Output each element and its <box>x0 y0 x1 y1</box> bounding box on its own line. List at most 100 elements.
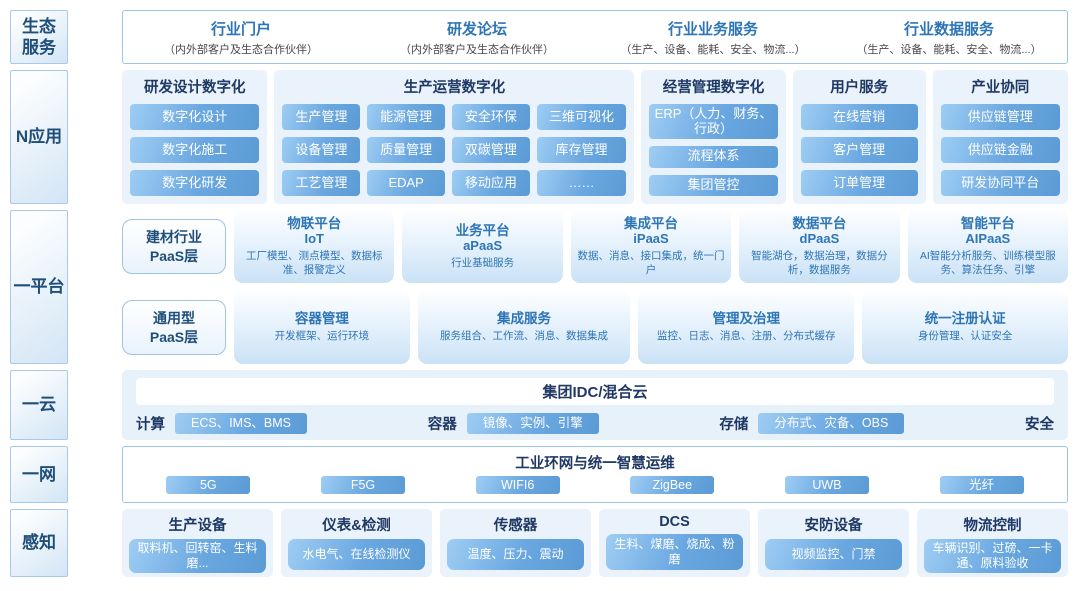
paas-tile-desc: 监控、日志、消息、注册、分布式缓存 <box>657 330 836 343</box>
perception-group-title: 仪表&检测 <box>322 518 391 534</box>
layer-label-platform: 一平台 <box>10 210 68 364</box>
layer-label-apps: N应用 <box>10 70 68 204</box>
app-chip: 供应链管理 <box>940 104 1060 130</box>
app-group-body: 在线营销 客户管理 订单管理 <box>800 104 918 196</box>
paas-tile-title: 集成平台 <box>624 215 679 231</box>
paas-tile-desc: 工厂模型、测点模型、数据标准、报警定义 <box>245 249 383 276</box>
network-chip: WIFI6 <box>475 475 560 495</box>
cloud-panel: 集团IDC/混合云 计算 ECS、IMS、BMS 容器 镜像、实例、引擎 存储 … <box>122 370 1068 440</box>
eco-item: 行业数据服务 （生产、设备、能耗、安全、物流...） <box>831 11 1067 63</box>
paas-tile-subtitle: aPaaS <box>463 237 503 253</box>
network-chips: 5G F5G WIFI6 ZigBee UWB 光纤 <box>131 473 1059 497</box>
paas-tile-aipaas: 智能平台 AIPaaS AI智能分析服务、训练模型服务、算法任务、引擎 <box>907 210 1069 283</box>
perception-group-security-equipment: 安防设备 视频监控、门禁 <box>758 509 909 577</box>
paas-tile-title: 数据平台 <box>792 215 847 231</box>
app-chip: ERP（人力、财务、行政） <box>649 104 778 140</box>
layer-row-platform: 一平台 建材行业 PaaS层 物联平台 IoT 工厂模型、测点模型、数据标准、报… <box>10 210 1069 364</box>
app-chip: 数字化研发 <box>130 170 260 196</box>
layer-row-cloud: 一云 集团IDC/混合云 计算 ECS、IMS、BMS 容器 镜像、实例、引擎 … <box>10 370 1068 440</box>
layer-label-text: 感知 <box>22 533 56 553</box>
paas-tile-desc: 数据、消息、接口集成，统一门户 <box>577 249 725 276</box>
app-group-body: ERP（人力、财务、行政） 流程体系 集团管控 <box>649 104 778 197</box>
app-chip: 生产管理 <box>282 104 361 130</box>
paas-tile-desc: 智能湖仓，数据治理，数据分析，数据服务 <box>751 249 888 276</box>
eco-item: 行业门户 （内外部客户及生态合作伙伴） <box>123 11 359 63</box>
network-panel: 工业环网与统一智慧运维 5G F5G WIFI6 ZigBee UWB 光纤 <box>122 446 1068 503</box>
app-chip: 集团管控 <box>649 174 778 197</box>
eco-item-caption: （内外部客户及生态合作伙伴） <box>400 43 554 56</box>
eco-item-caption: （内外部客户及生态合作伙伴） <box>164 43 318 56</box>
layer-label-eco: 生态 服务 <box>10 10 68 64</box>
app-chip: 研发协同平台 <box>940 170 1060 196</box>
eco-item: 研发论坛 （内外部客户及生态合作伙伴） <box>359 11 595 63</box>
layer-label-text: 服务 <box>22 38 56 57</box>
app-group-grid: 生产管理 能源管理 安全环保 三维可视化 设备管理 质量管理 双碳管理 库存管理… <box>282 104 627 196</box>
paas-tile-desc: 开发框架、运行环境 <box>274 330 370 343</box>
app-group-rd-design: 研发设计数字化 数字化设计 数字化施工 数字化研发 <box>122 70 268 204</box>
perception-group-sensors: 传感器 温度、压力、震动 <box>440 509 591 577</box>
layer-row-network: 一网 工业环网与统一智慧运维 5G F5G WIFI6 ZigBee UWB 光… <box>10 446 1068 503</box>
app-chip: 流程体系 <box>649 146 778 168</box>
paas-tile-apaas: 业务平台 aPaaS 行业基础服务 <box>402 210 563 283</box>
eco-item-title: 行业门户 <box>210 20 271 38</box>
paas-tile-title: 集成服务 <box>496 311 551 327</box>
layer-label-perception: 感知 <box>10 509 68 577</box>
paas-tile-title: 物联平台 <box>287 215 342 231</box>
eco-item-title: 研发论坛 <box>446 20 507 38</box>
app-chip: 订单管理 <box>800 170 918 196</box>
app-chip: 客户管理 <box>800 137 918 163</box>
perception-group-instruments: 仪表&检测 水电气、在线检测仪 <box>281 509 432 577</box>
perception-chip: 取料机、回转窑、生料磨... <box>129 539 266 573</box>
app-chip: 安全环保 <box>452 104 530 130</box>
paas-tile-desc: 行业基础服务 <box>451 256 515 269</box>
app-group-industry-collab: 产业协同 供应链管理 供应链金融 研发协同平台 <box>932 70 1068 204</box>
perception-group-title: 传感器 <box>493 518 538 534</box>
cloud-chip: 分布式、灾备、OBS <box>758 413 905 434</box>
layer-label-text: 一平台 <box>13 277 65 297</box>
paas-tile-title: 智能平台 <box>960 215 1015 231</box>
eco-item-caption: （生产、设备、能耗、安全、物流...） <box>620 43 806 56</box>
paas-tile-unified-auth: 统一注册认证 身份管理、认证安全 <box>862 291 1068 364</box>
perception-group-title: 生产设备 <box>168 518 227 534</box>
app-chip: 设备管理 <box>282 137 361 163</box>
app-chip: 三维可视化 <box>536 104 627 130</box>
paas-tile-iot: 物联平台 IoT 工厂模型、测点模型、数据标准、报警定义 <box>234 210 395 283</box>
app-group-body: 供应链管理 供应链金融 研发协同平台 <box>940 104 1060 196</box>
network-title: 工业环网与统一智慧运维 <box>515 456 675 472</box>
paas-tag-line: 建材行业 <box>146 229 202 246</box>
app-chip: 工艺管理 <box>282 170 361 196</box>
paas-row-general: 通用型 PaaS层 容器管理 开发框架、运行环境 集成服务 服务组合、工作流、消… <box>122 291 1068 364</box>
app-group-business-mgmt: 经营管理数字化 ERP（人力、财务、行政） 流程体系 集团管控 <box>641 70 786 204</box>
eco-panel: 行业门户 （内外部客户及生态合作伙伴） 研发论坛 （内外部客户及生态合作伙伴） … <box>122 10 1068 64</box>
eco-item-caption: （生产、设备、能耗、安全、物流...） <box>856 43 1042 56</box>
paas-tag-line: 通用型 <box>153 310 195 327</box>
paas-tile-container-mgmt: 容器管理 开发框架、运行环境 <box>234 291 410 364</box>
perception-group-logistics-control: 物流控制 车辆识别、过磅、一卡通、原料验收 <box>917 509 1068 577</box>
app-group-title: 研发设计数字化 <box>143 80 246 96</box>
cloud-group-storage: 存储 分布式、灾备、OBS <box>719 413 905 434</box>
perception-group-title: 物流控制 <box>963 518 1022 534</box>
layer-row-apps: N应用 研发设计数字化 数字化设计 数字化施工 数字化研发 生产运营数字化 生产… <box>10 70 1068 204</box>
cloud-group-name: 计算 <box>136 417 165 433</box>
layer-label-text: 一云 <box>22 395 56 415</box>
app-chip: EDAP <box>367 170 446 196</box>
paas-tile-title: 业务平台 <box>455 222 510 238</box>
perception-chip: 温度、压力、震动 <box>447 539 584 570</box>
perception-chip: 视频监控、门禁 <box>765 539 902 570</box>
paas-tile-governance: 管理及治理 监控、日志、消息、注册、分布式缓存 <box>638 291 855 364</box>
app-chip: 数字化设计 <box>130 104 260 130</box>
app-chip: 在线营销 <box>800 104 918 130</box>
paas-tag-line: PaaS层 <box>149 328 199 345</box>
app-chip: 双碳管理 <box>452 137 530 163</box>
perception-panel: 生产设备 取料机、回转窑、生料磨... 仪表&检测 水电气、在线检测仪 传感器 … <box>122 509 1068 577</box>
paas-tile-integration-svc: 集成服务 服务组合、工作流、消息、数据集成 <box>417 291 631 364</box>
app-chip: 库存管理 <box>536 137 627 163</box>
paas-tile-subtitle: IoT <box>304 230 324 246</box>
paas-tag-industry: 建材行业 PaaS层 <box>122 219 226 274</box>
apps-panel: 研发设计数字化 数字化设计 数字化施工 数字化研发 生产运营数字化 生产管理 能… <box>122 70 1068 204</box>
app-group-production-ops: 生产运营数字化 生产管理 能源管理 安全环保 三维可视化 设备管理 质量管理 双… <box>274 70 635 204</box>
perception-chip: 生料、煤磨、烧成、粉磨 <box>606 534 743 570</box>
cloud-resources: 计算 ECS、IMS、BMS 容器 镜像、实例、引擎 存储 分布式、灾备、OBS… <box>136 413 1054 434</box>
perception-group-production-equipment: 生产设备 取料机、回转窑、生料磨... <box>122 509 273 577</box>
perception-group-dcs: DCS 生料、煤磨、烧成、粉磨 <box>599 509 750 577</box>
